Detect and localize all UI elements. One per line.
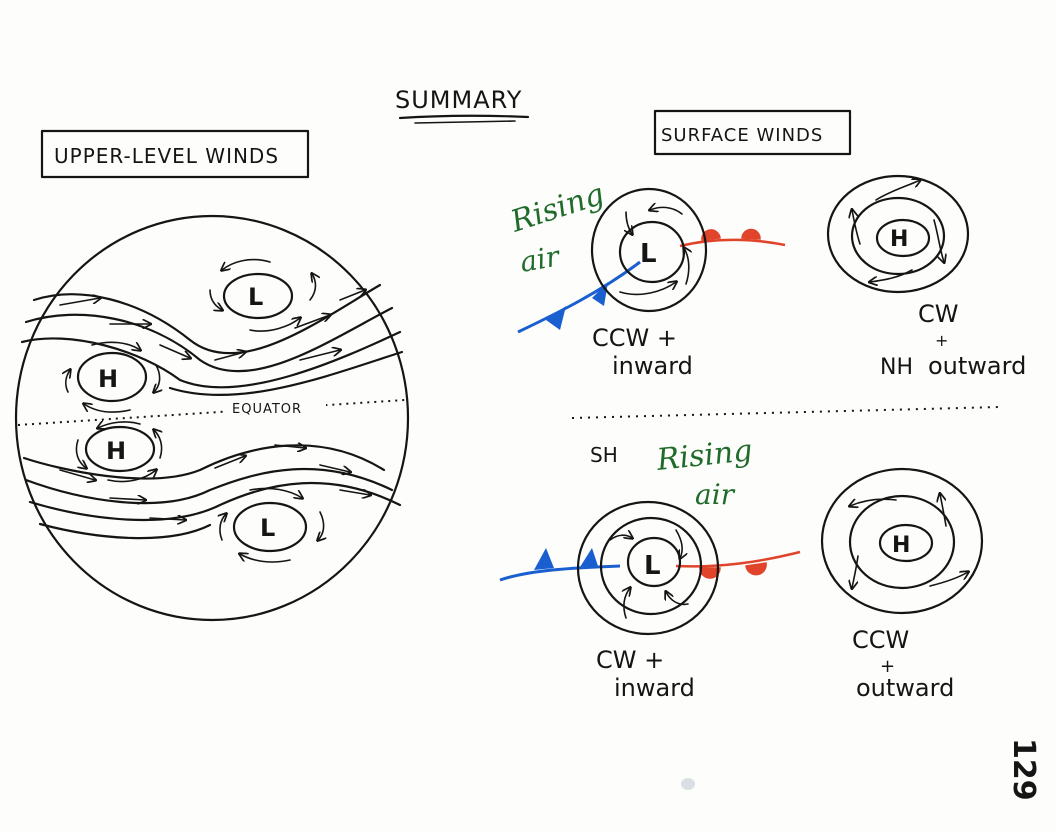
surface-sh-high: H — [820, 467, 984, 615]
nh-high-caption-plus: + — [935, 331, 948, 350]
cold-front-triangle — [546, 306, 566, 330]
cw-arrow — [220, 514, 226, 541]
page-number: 129 — [1006, 738, 1041, 801]
cw-arrow — [66, 370, 70, 393]
upper-sh-high-symbol: H — [106, 437, 126, 465]
surface-sh-low-symbol: L — [644, 551, 661, 581]
upper-nh-low-symbol: L — [248, 283, 263, 311]
sh-high-caption-2: outward — [856, 674, 954, 702]
inward-arrow — [675, 529, 682, 558]
outward-arrow — [852, 210, 861, 245]
cw-arrow — [240, 554, 291, 563]
sh-high-caption-plus: + — [880, 656, 895, 677]
inward-arrow — [619, 282, 676, 296]
sh-low-rising-1: Rising — [654, 433, 754, 478]
nh-low-rising-2: air — [517, 239, 563, 279]
upper-level-box — [40, 129, 310, 179]
cw-arrow — [318, 511, 324, 540]
outward-arrow — [852, 555, 859, 588]
title-underline-2 — [414, 120, 516, 124]
ccw-arrow — [249, 318, 300, 332]
surface-nh-high: H — [826, 174, 970, 294]
upper-sh-low-symbol: L — [260, 514, 275, 542]
inward-arrow — [624, 588, 630, 619]
upper-nh-high-symbol: H — [98, 365, 118, 393]
globe-circle — [14, 214, 410, 622]
outward-arrow — [875, 180, 920, 201]
sh-low-caption-1: CW + — [596, 646, 664, 674]
outward-arrow — [929, 572, 968, 587]
upper-sh-high: H — [75, 422, 162, 483]
surface-nh-high-symbol: H — [890, 227, 908, 252]
nh-high-caption-2: outward — [928, 352, 1026, 380]
surface-nh-low-symbol: L — [640, 239, 657, 269]
nh-low-caption-2: inward — [612, 352, 693, 380]
inward-arrow — [650, 207, 683, 215]
outward-arrow — [940, 494, 947, 527]
surface-sh-high-symbol: H — [892, 533, 910, 558]
upper-nh-low: L — [209, 258, 316, 332]
inward-arrow — [666, 592, 689, 606]
surface-winds-label: SURFACE WINDS — [661, 125, 823, 146]
surface-sh-low: L — [499, 500, 801, 636]
title-underline — [398, 114, 530, 120]
equator-label: EQUATOR — [232, 402, 302, 417]
sh-stream-arrows — [59, 445, 370, 520]
surface-winds-box — [653, 109, 852, 156]
sh-high-caption-1: CCW — [852, 626, 909, 654]
paper-smudge — [681, 778, 695, 790]
upper-nh-high: H — [66, 341, 160, 413]
outward-arrow — [933, 219, 944, 262]
inward-arrow — [684, 248, 689, 285]
ccw-arrow — [209, 289, 222, 310]
nh-label: NH — [880, 355, 913, 380]
surface-nh-low: L — [517, 187, 786, 334]
nh-low-rising-1: Rising — [506, 177, 609, 240]
nh-low-caption-1: CCW + — [592, 324, 677, 352]
ccw-arrow — [75, 439, 86, 468]
upper-sh-low: L — [220, 487, 324, 563]
cw-arrow — [84, 404, 131, 413]
warm-front-bump — [741, 228, 761, 240]
cold-front-triangle — [580, 548, 598, 567]
ccw-arrow — [222, 258, 271, 270]
inward-arrow — [626, 211, 632, 234]
warm-front-bump — [745, 562, 767, 576]
cw-arrow — [249, 487, 302, 498]
warm-front-sh — [675, 550, 801, 568]
cw-arrow — [154, 364, 160, 392]
sh-low-caption-2: inward — [614, 674, 695, 702]
equator-line — [17, 399, 406, 426]
ccw-arrow — [107, 470, 156, 483]
sh-low-rising-2: air — [695, 478, 736, 511]
outward-arrow — [870, 269, 913, 282]
cold-front-sh — [499, 564, 621, 582]
nh-high-caption-1: CW — [918, 300, 959, 328]
hemisphere-separator — [571, 406, 1001, 419]
warm-front-nh — [679, 238, 786, 248]
inward-arrow — [609, 535, 632, 541]
summary-title: SUMMARY — [395, 86, 522, 114]
outward-arrow — [850, 498, 897, 506]
ccw-arrow — [98, 422, 141, 428]
sh-streamlines — [22, 444, 402, 540]
ccw-arrow — [154, 430, 162, 459]
cw-arrow — [91, 341, 140, 350]
upper-level-label: UPPER-LEVEL WINDS — [54, 144, 279, 168]
warm-front-bump — [701, 229, 721, 241]
cold-front-triangle — [534, 548, 554, 570]
ccw-arrow — [309, 274, 316, 301]
equator-label-bg — [226, 397, 326, 417]
sh-label: SH — [590, 443, 618, 467]
